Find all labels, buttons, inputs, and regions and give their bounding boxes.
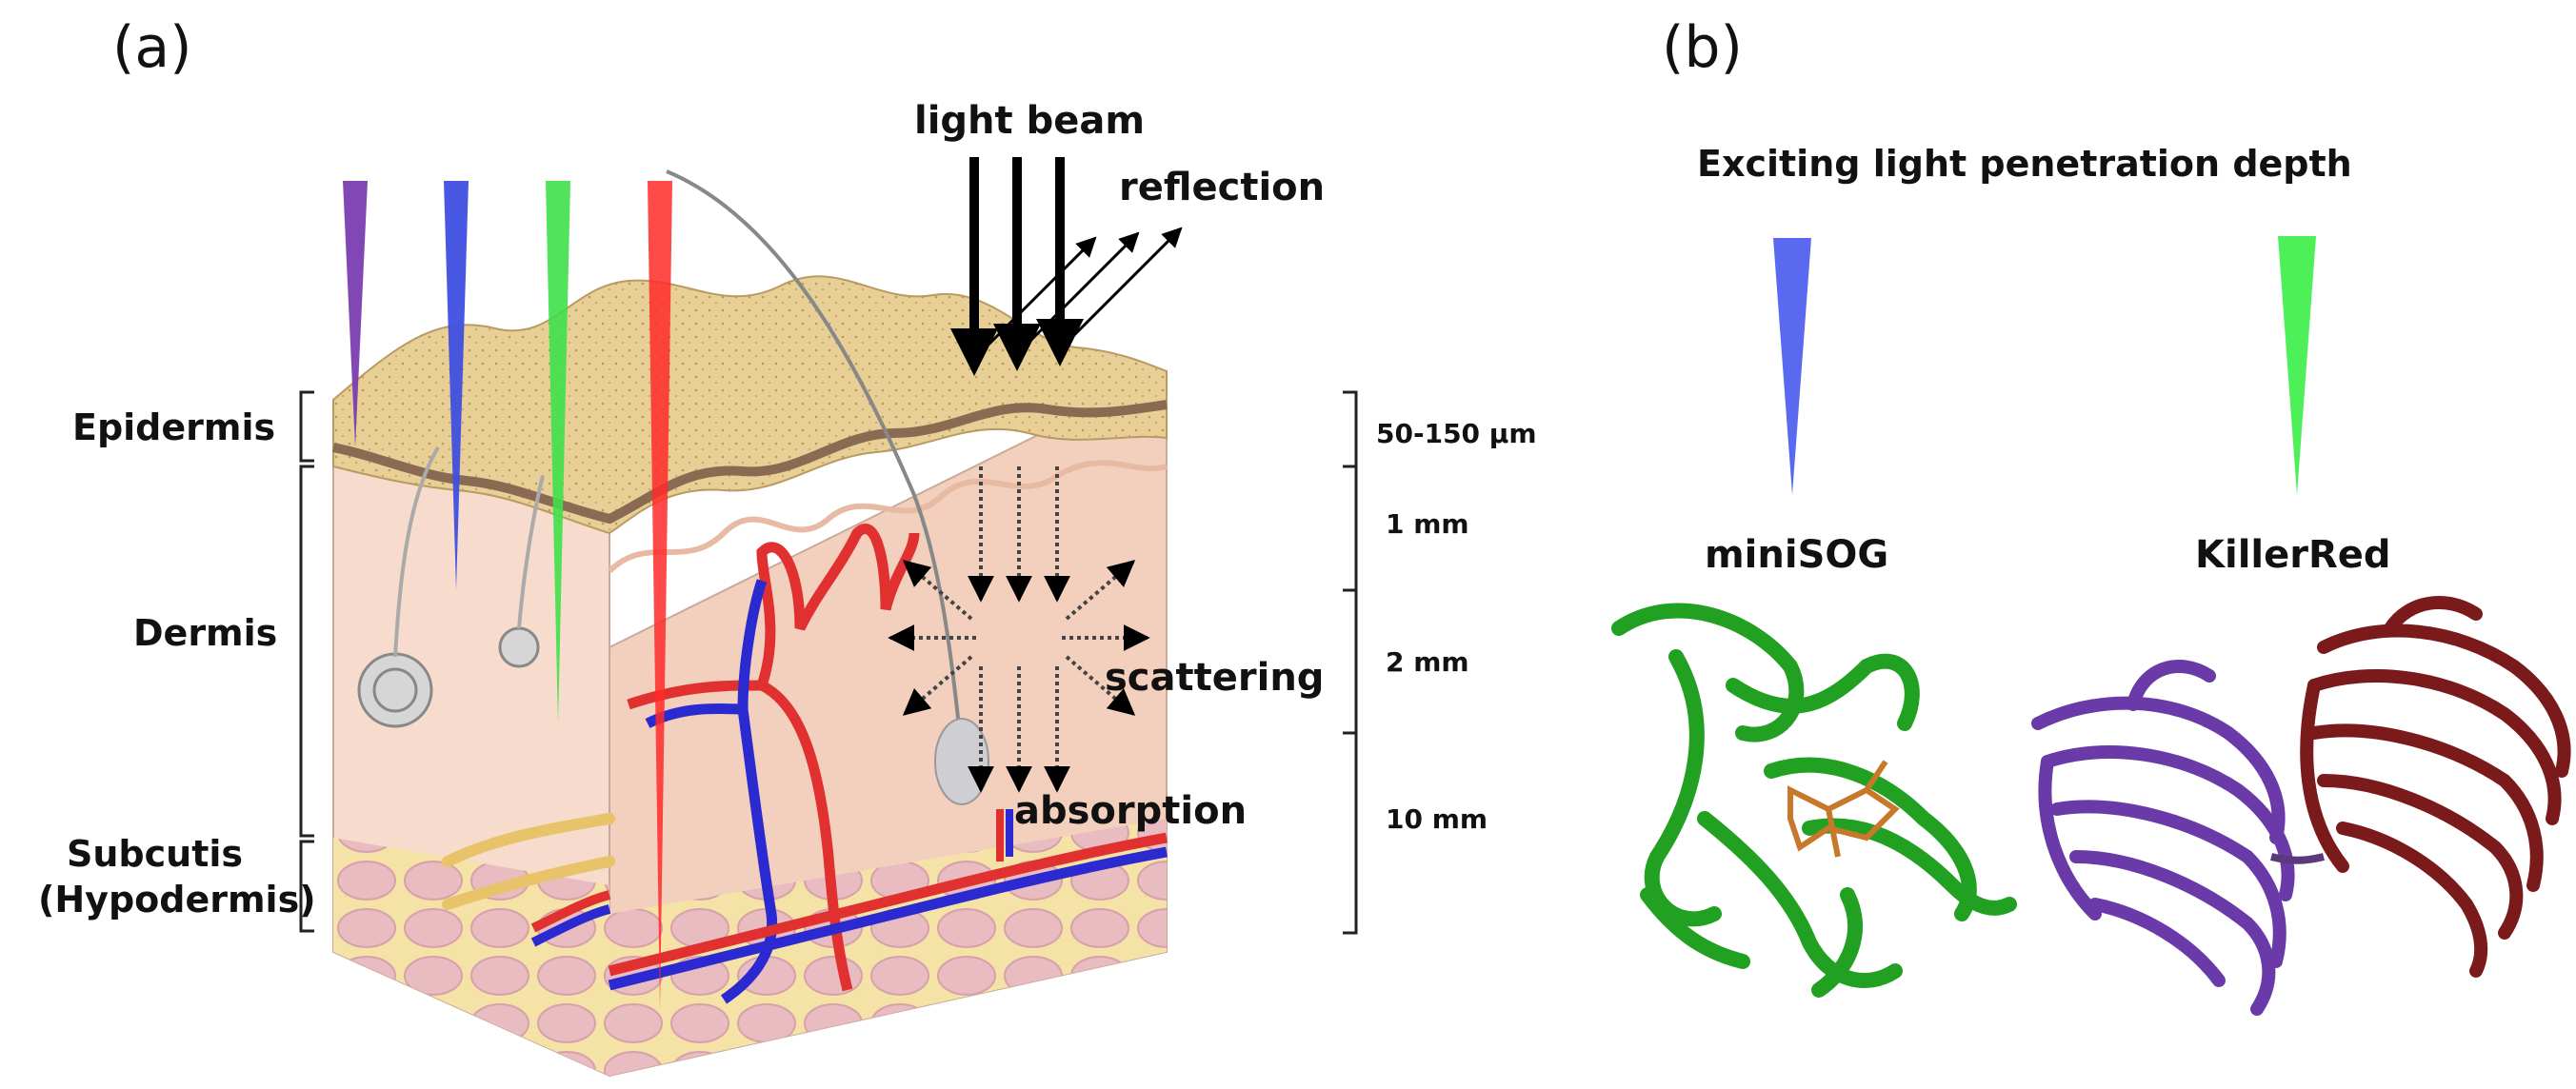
panel-label-b: (b) bbox=[1662, 14, 1743, 81]
minisog-label: miniSOG bbox=[1705, 533, 1888, 577]
depth-scale-bracket bbox=[1343, 390, 1358, 935]
sweat-duct-2 bbox=[517, 475, 545, 629]
red-light-beam bbox=[648, 181, 672, 1009]
depth-label-1: 50-150 µm bbox=[1376, 418, 1537, 449]
minisog-cofactor bbox=[1787, 760, 1900, 858]
nerve-fiber-1 bbox=[442, 813, 615, 867]
absorption-label: absorption bbox=[1014, 789, 1247, 833]
killerred-monomer-b bbox=[2300, 596, 2571, 978]
depth-label-4: 10 mm bbox=[1386, 803, 1488, 835]
scattering-label: scattering bbox=[1105, 656, 1324, 700]
hypodermis-label: (Hypodermis) bbox=[38, 879, 316, 921]
depth-label-3: 2 mm bbox=[1386, 646, 1469, 678]
incident-light-arrows bbox=[950, 157, 1084, 376]
basal-membrane bbox=[332, 400, 1168, 525]
reflection-arrows bbox=[979, 227, 1183, 354]
minisog-blue-beam bbox=[1773, 238, 1811, 495]
blue-light-beam bbox=[444, 181, 469, 590]
epidermis-label: Epidermis bbox=[72, 406, 275, 448]
blood-vessels bbox=[530, 524, 1168, 1004]
scattering-arrows bbox=[888, 466, 1150, 793]
hair-shaft bbox=[666, 169, 964, 753]
reflection-label: reflection bbox=[1119, 166, 1325, 209]
sweat-gland-1-inner bbox=[372, 667, 418, 713]
panel-label-a: (a) bbox=[112, 14, 192, 81]
killerred-green-beam bbox=[2278, 236, 2316, 495]
dermal-papillae bbox=[607, 460, 1168, 574]
subcutis-label: Subcutis bbox=[67, 833, 243, 875]
green-light-beam bbox=[546, 181, 570, 723]
sweat-gland-1 bbox=[357, 652, 433, 728]
sweat-duct-1 bbox=[393, 446, 440, 658]
killerred-label: KillerRed bbox=[2195, 533, 2391, 577]
depth-label-2: 1 mm bbox=[1386, 508, 1469, 540]
penetration-title: Exciting light penetration depth bbox=[1697, 143, 2352, 185]
subcutis-left-cells bbox=[333, 838, 609, 1076]
dermis-label: Dermis bbox=[133, 612, 277, 654]
sweat-gland-2 bbox=[498, 626, 540, 668]
violet-light-beam bbox=[343, 181, 368, 447]
minisog-structure bbox=[1611, 603, 2017, 998]
light-beam-label: light beam bbox=[914, 99, 1145, 143]
killerred-monomer-a bbox=[2031, 660, 2295, 1016]
nerve-fiber-2 bbox=[442, 856, 615, 910]
layer-bracket bbox=[299, 390, 314, 933]
killerred-linker bbox=[2270, 853, 2325, 864]
